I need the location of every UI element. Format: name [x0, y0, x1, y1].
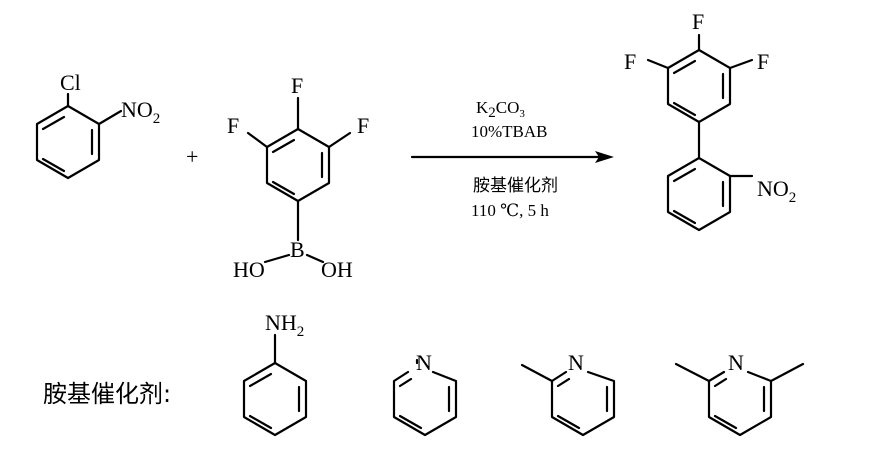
hydroxyl-left-label: HO	[233, 257, 265, 282]
product-trifluoronitrobiphenyl: F F F NO2	[624, 9, 796, 232]
dimethylpyridine-structure: N	[674, 350, 805, 437]
fluorine-top-label: F	[291, 73, 303, 98]
lower-ring	[666, 156, 732, 232]
aromatic-double-bonds	[41, 115, 94, 173]
c-f-bond-left	[246, 131, 269, 149]
fluorine-right-label: F	[357, 113, 369, 138]
nitrogen-label: N	[728, 350, 744, 375]
pyridine-ring	[392, 358, 458, 437]
c-f-bond-left	[646, 58, 670, 70]
chlorine-label: Cl	[60, 70, 81, 95]
nitrogen-label: N	[416, 350, 432, 375]
b-oh-bond-right	[305, 253, 325, 264]
pyridine-ring	[550, 370, 616, 437]
c-f-bond-right	[728, 58, 754, 70]
methyl-bond	[520, 363, 554, 383]
b-oh-bond-left	[263, 253, 291, 264]
aromatic-double-bonds	[398, 377, 451, 430]
catalysts-label: 胺基催化剂:	[43, 380, 171, 408]
reaction-arrow-head	[595, 151, 614, 163]
aniline-structure: NH2	[242, 310, 308, 437]
condition-temperature-time: 110 ℃, 5 h	[471, 201, 549, 220]
fluorine-top-label: F	[692, 9, 704, 34]
nitrogen-label: N	[568, 350, 584, 375]
benzene-ring	[242, 361, 308, 437]
benzene-ring	[265, 127, 331, 203]
reaction-arrow-group: K2CO3 10%TBAB 胺基催化剂 110 ℃, 5 h	[410, 98, 614, 220]
aromatic-double-bonds	[556, 377, 609, 430]
condition-additive: 10%TBAB	[471, 122, 548, 141]
boron-label: B	[290, 237, 305, 262]
methyl-bond-left	[674, 362, 711, 383]
fluorine-right-label: F	[757, 49, 769, 74]
fluorine-left-label: F	[227, 113, 239, 138]
nitro-label: NO2	[757, 176, 796, 206]
amino-label: NH2	[265, 310, 304, 340]
benzene-ring	[35, 104, 101, 180]
reactant-chloronitrobenzene: Cl NO2	[35, 70, 160, 180]
fluorine-left-label: F	[624, 49, 636, 74]
condition-catalyst: 胺基催化剂	[473, 176, 558, 196]
plus-sign: +	[186, 144, 198, 169]
lower-ring-double-bonds	[672, 167, 725, 225]
c-no2-bond	[97, 109, 123, 126]
aromatic-double-bonds	[271, 138, 324, 196]
nitro-label: NO2	[121, 97, 160, 127]
aromatic-double-bonds	[713, 377, 766, 430]
upper-ring-double-bonds	[672, 59, 725, 117]
reactant-trifluorophenylboronic-acid: F F F B HO OH	[227, 73, 369, 282]
methylpyridine-structure: N	[520, 350, 616, 437]
condition-base: K2CO3	[476, 98, 525, 121]
hydroxyl-right-label: OH	[321, 257, 353, 282]
upper-ring	[666, 48, 732, 124]
c-f-bond-right	[327, 131, 352, 149]
pyridine-structure: N	[392, 350, 458, 437]
pyridine-ring	[707, 370, 773, 437]
methyl-bond-right	[769, 362, 805, 383]
aromatic-double-bonds	[248, 372, 301, 430]
